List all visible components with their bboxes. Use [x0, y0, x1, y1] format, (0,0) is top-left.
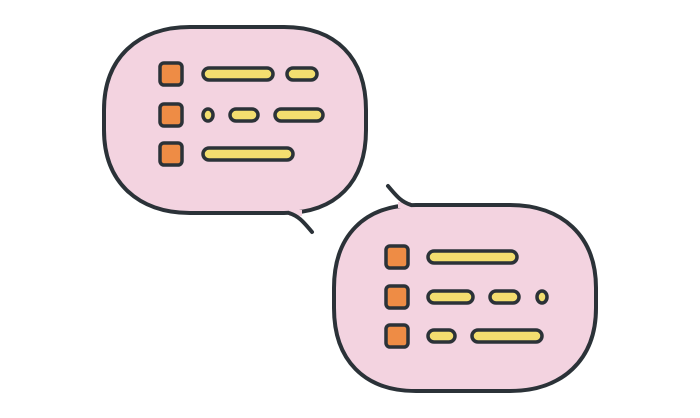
chat-bubble-bottom-right	[332, 184, 598, 393]
text-line-placeholder	[273, 107, 325, 123]
text-line-placeholder	[201, 66, 275, 82]
checkbox-icon	[158, 61, 184, 87]
text-line-placeholder	[488, 289, 521, 305]
checkbox-icon	[384, 323, 410, 349]
text-line-placeholder	[201, 107, 215, 123]
text-line-placeholder	[426, 249, 519, 265]
text-line-placeholder	[470, 328, 544, 344]
checkbox-icon	[384, 244, 410, 270]
checklist-row	[158, 102, 325, 128]
checklist-row	[158, 141, 295, 167]
checkbox-icon	[384, 284, 410, 310]
checklist-row	[384, 244, 519, 270]
checklist-row	[384, 323, 544, 349]
text-line-placeholder	[426, 328, 457, 344]
checklist-row	[158, 61, 319, 87]
checklist-row	[384, 284, 549, 310]
bubble-tail	[287, 211, 314, 234]
text-line-placeholder	[201, 146, 295, 162]
bubble-tail	[386, 184, 413, 207]
checkbox-icon	[158, 102, 184, 128]
text-line-placeholder	[535, 289, 549, 305]
text-line-placeholder	[426, 289, 475, 305]
text-line-placeholder	[228, 107, 260, 123]
chat-bubble-top-left	[102, 25, 368, 234]
checkbox-icon	[158, 141, 184, 167]
text-line-placeholder	[285, 66, 319, 82]
